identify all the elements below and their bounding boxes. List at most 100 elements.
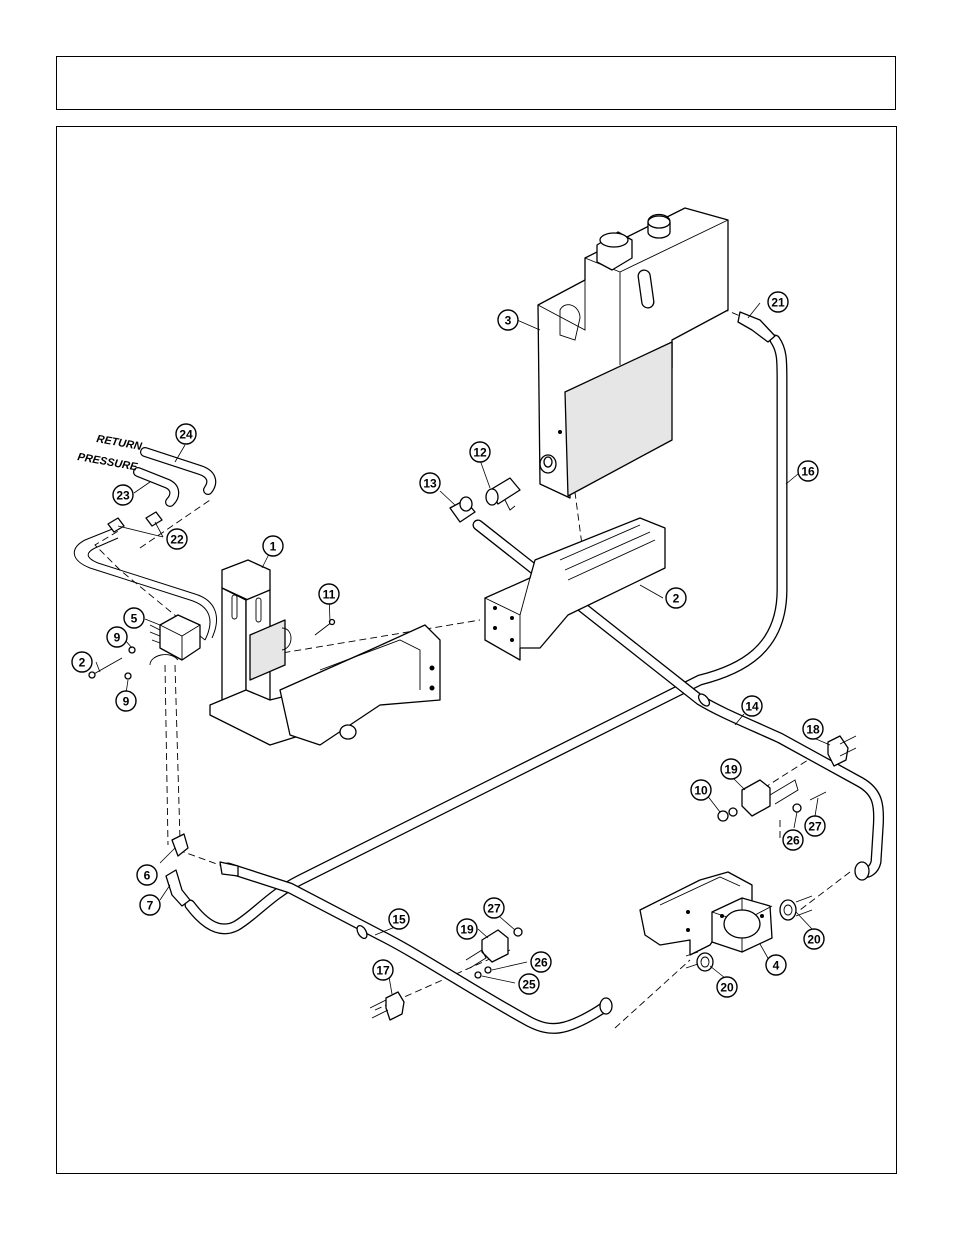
tank-mount-bracket <box>484 517 666 661</box>
callout-circle <box>318 583 340 605</box>
flange-20-left <box>685 951 714 972</box>
callout-number: 26 <box>786 834 800 848</box>
callout-circle <box>136 864 158 886</box>
callout-19: 19 <box>456 918 478 940</box>
callout-22: 22 <box>166 528 188 550</box>
callout-19: 19 <box>720 758 742 780</box>
callout-24: 24 <box>175 423 197 445</box>
callout-circle <box>456 918 478 940</box>
callout-10: 10 <box>690 779 712 801</box>
callout-number: 17 <box>376 964 390 978</box>
callout-9: 9 <box>115 690 137 712</box>
callout-15: 15 <box>388 908 410 930</box>
clamp-18 <box>827 735 857 767</box>
diagram-frame <box>56 126 897 1174</box>
callout-number: 3 <box>505 314 512 328</box>
callout-4: 4 <box>765 954 787 976</box>
callout-number: 13 <box>423 477 437 491</box>
callout-9: 9 <box>106 626 128 648</box>
callout-number: 14 <box>745 700 759 714</box>
callout-number: 19 <box>460 923 474 937</box>
callout-5: 5 <box>123 607 145 629</box>
callout-6: 6 <box>136 864 158 886</box>
callout-circle <box>716 976 738 998</box>
callout-number: 27 <box>808 820 822 834</box>
mount-weldment <box>209 559 441 746</box>
clamp-19-right <box>717 779 827 822</box>
callout-circle <box>388 908 410 930</box>
hose-16 <box>184 311 788 935</box>
fitting-22 <box>107 511 163 533</box>
callout-11: 11 <box>318 583 340 605</box>
callout-number: 12 <box>473 446 487 460</box>
return-hose-label: RETURN <box>95 433 143 453</box>
callout-20: 20 <box>803 928 825 950</box>
callout-circle <box>419 472 441 494</box>
callout-3: 3 <box>497 309 519 331</box>
callout-27: 27 <box>483 897 505 919</box>
callout-number: 25 <box>522 978 536 992</box>
callout-circle <box>372 959 394 981</box>
callout-number: 6 <box>144 869 151 883</box>
callout-circle <box>720 758 742 780</box>
callout-circle <box>530 951 552 973</box>
callout-circle <box>115 690 137 712</box>
clamp-19-left <box>465 927 523 979</box>
callout-circle <box>803 928 825 950</box>
callout-number: 15 <box>392 913 406 927</box>
hydraulic-tank <box>537 207 729 499</box>
callout-26: 26 <box>782 829 804 851</box>
fitting-12 <box>485 477 521 511</box>
callout-circle <box>469 441 491 463</box>
callout-12: 12 <box>469 441 491 463</box>
callout-circle <box>804 815 826 837</box>
callout-layer: 1223456799101112131415161718191920202122… <box>71 291 826 998</box>
callout-number: 10 <box>694 784 708 798</box>
callout-circle <box>797 460 819 482</box>
callout-number: 20 <box>720 981 734 995</box>
callout-number: 16 <box>801 465 815 479</box>
callout-18: 18 <box>802 718 824 740</box>
callout-circle <box>166 528 188 550</box>
callout-number: 22 <box>170 533 184 547</box>
fitting-13 <box>449 496 476 523</box>
callout-circle <box>518 973 540 995</box>
callout-number: 9 <box>114 631 121 645</box>
callout-number: 5 <box>131 612 138 626</box>
callout-27: 27 <box>804 815 826 837</box>
leader-lines <box>95 302 831 995</box>
callout-circle <box>665 587 687 609</box>
callout-14: 14 <box>741 695 763 717</box>
callout-13: 13 <box>419 472 441 494</box>
callout-number: 24 <box>179 428 193 442</box>
callout-circle <box>106 626 128 648</box>
callout-23: 23 <box>112 484 134 506</box>
callout-circle <box>483 897 505 919</box>
hydraulic-pump <box>711 897 773 953</box>
callout-number: 20 <box>807 933 821 947</box>
callout-number: 1 <box>270 540 277 554</box>
callout-2: 2 <box>665 587 687 609</box>
callout-circle <box>690 779 712 801</box>
callout-number: 7 <box>147 899 154 913</box>
callout-number: 21 <box>771 296 785 310</box>
nut-9b <box>124 672 132 680</box>
callout-21: 21 <box>767 291 789 313</box>
callout-circle <box>497 309 519 331</box>
callout-circle <box>175 423 197 445</box>
callout-number: 27 <box>487 902 501 916</box>
hose-routing-loop <box>73 527 217 641</box>
callout-number: 4 <box>773 959 780 973</box>
callout-number: 19 <box>724 763 738 777</box>
flange-20-right <box>779 895 813 921</box>
callout-number: 26 <box>534 956 548 970</box>
callout-circle <box>782 829 804 851</box>
header-box <box>56 56 896 110</box>
callout-circle <box>741 695 763 717</box>
callout-circle <box>802 718 824 740</box>
callout-number: 2 <box>673 592 680 606</box>
callout-circle <box>767 291 789 313</box>
callout-7: 7 <box>139 894 161 916</box>
hose-15 <box>219 861 613 1034</box>
